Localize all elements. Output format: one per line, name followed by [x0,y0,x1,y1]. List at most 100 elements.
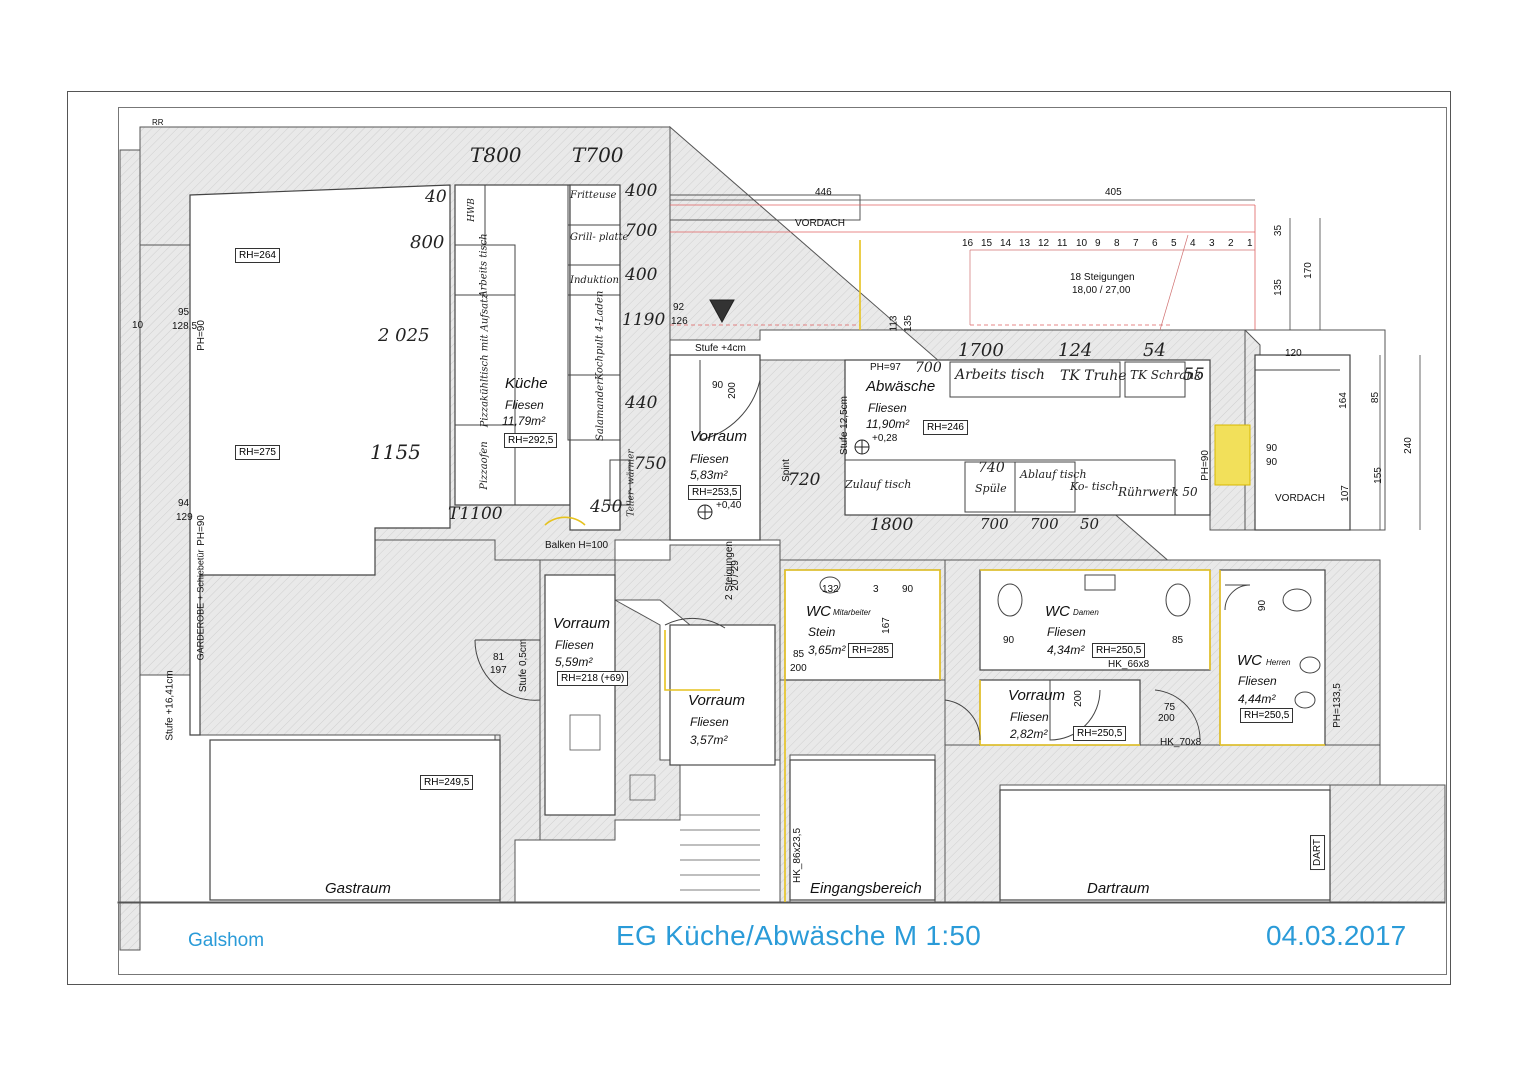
level-markers [697,299,870,520]
hw-arbeitstisch-2: Arbeits tisch [955,367,1045,383]
hw-440: 440 [625,393,658,413]
dim-200-c: 200 [1072,690,1084,707]
gastraum-upper-floor [189,184,451,736]
dim-170: 170 [1302,262,1314,279]
lower-stairs [569,714,760,891]
dim-75: 75 [1164,702,1176,713]
hw-700-d: 700 [1030,515,1059,533]
room-floor-abwaesche: Fliesen [868,401,907,415]
dim-90-90-b: 90 [1266,457,1278,468]
dim-90-90-a: 90 [1266,443,1278,454]
hw-720: 720 [788,470,821,490]
room-area-kueche: 11,79m² [502,414,546,428]
level-abwaesche: +0,28 [872,433,898,444]
stair-treads [969,234,1255,331]
dim-90-a: 90 [712,380,724,391]
dim-85: 85 [1370,391,1382,404]
stufe-4cm: Stufe +4cm [695,343,746,354]
dim-197: 197 [490,665,507,676]
hw-54: 54 [1143,340,1166,361]
stair-number: 9 [1095,238,1101,249]
dim-132: 132 [822,584,839,595]
stair-number: 7 [1133,238,1139,249]
hw-ablauftisch: Ablauf tisch [1020,468,1087,481]
dimension-lines [670,199,1421,530]
project-name: Galshom [188,930,265,951]
hw-induktion: Induktion [570,275,619,286]
level-vorraum-1: +0,40 [716,500,742,511]
dim-94: 94 [178,498,190,509]
rh-wc-damen: RH=250,5 [1092,643,1146,658]
room-sub-wc-herren: Herren [1266,658,1291,667]
hw-700-c: 700 [980,515,1009,533]
outer-frame [67,91,1451,985]
stufe-12-5cm: Stufe 12,5cm [838,396,850,455]
stair-number: 4 [1190,238,1196,249]
inner-frame [118,107,1447,975]
hw-2025: 2 025 [378,325,430,346]
rh-264: RH=264 [235,248,280,263]
dim-85-c: 85 [1172,635,1184,646]
room-area-vorraum-4: 2,82m² [1010,727,1048,741]
hw-tk-schrank: TK Schrank [1130,368,1202,382]
dim-90-c: 90 [1003,635,1015,646]
dim-155: 155 [1372,467,1384,484]
ph-90-b: PH=90 [195,515,207,546]
ph-90-a: PH=90 [195,320,207,351]
stair-number: 14 [1000,238,1012,249]
hw-zulauftisch: Zulauf tisch [845,478,912,491]
room-floor-vorraum-4: Fliesen [1010,710,1049,724]
hw-t1100: T1100 [448,504,503,524]
stufe-16-41cm: Stufe +16,41cm [164,670,176,741]
steigungen-18: 18 Steigungen [1070,272,1135,283]
hw-pizzaofen: Pizzaofen [478,441,490,490]
vorraum3-floor [669,624,776,766]
dim-90-d: 90 [1257,599,1269,612]
abwaesche-floor [844,359,1211,516]
dim-446: 446 [815,187,832,198]
hw-1700: 1700 [958,340,1004,361]
hw-salamander: Salamander [594,380,606,441]
rh-gastraum: RH=249,5 [420,775,474,790]
hw-ruehrwerk: Rührwerk 50 [1118,485,1198,499]
ph-abwaesche: PH=97 [870,362,901,373]
hw-400-b: 400 [625,265,658,285]
dim-167: 167 [880,617,892,634]
room-floor-wc-damen: Fliesen [1047,625,1086,639]
dim-3: 3 [873,584,879,595]
hw-t800: T800 [470,143,522,167]
stair-number: 11 [1057,238,1068,249]
stair-number: 1 [1247,238,1253,249]
stair-number: 10 [1076,238,1088,249]
vorraum2-floor [544,574,616,816]
rh-abwaesche: RH=246 [923,420,968,435]
stufe-0-5cm: Stufe 0,5cm [518,638,530,693]
hw-1155: 1155 [370,440,421,464]
dim-113: 113 [888,315,900,332]
kitchen-fixtures [454,184,1251,516]
dim-135-b: 135 [902,315,914,332]
ph-133-5: PH=133,5 [1331,683,1343,728]
hw-124: 124 [1058,340,1093,361]
room-name-kueche: Küche [505,375,548,392]
stair-number: 16 [962,238,974,249]
room-area-vorraum-2: 5,59m² [555,655,593,669]
steigungen-18-ratio: 18,00 / 27,00 [1072,285,1131,296]
rh-275: RH=275 [235,445,280,460]
sanitary [819,574,1321,709]
hw-800: 800 [410,232,445,253]
stair-number: 3 [1209,238,1215,249]
room-sub-wc-damen: Damen [1073,608,1099,617]
rh-vorraum-2: RH=218 (+69) [557,671,629,686]
hk-66x8: HK_66x8 [1108,659,1150,670]
hw-50: 50 [1080,515,1100,533]
dim-85-b: 85 [793,649,805,660]
rh-wc-mitarbeiter: RH=285 [848,643,893,658]
dim-164: 164 [1337,392,1349,409]
yellow-markers [544,240,1325,902]
room-name-wc-herren: WC [1237,652,1262,669]
hw-740: 740 [978,460,1005,476]
hw-450: 450 [590,497,623,517]
hk-70x8: HK_70x8 [1160,737,1202,748]
vordach-right-label: VORDACH [1275,493,1326,504]
